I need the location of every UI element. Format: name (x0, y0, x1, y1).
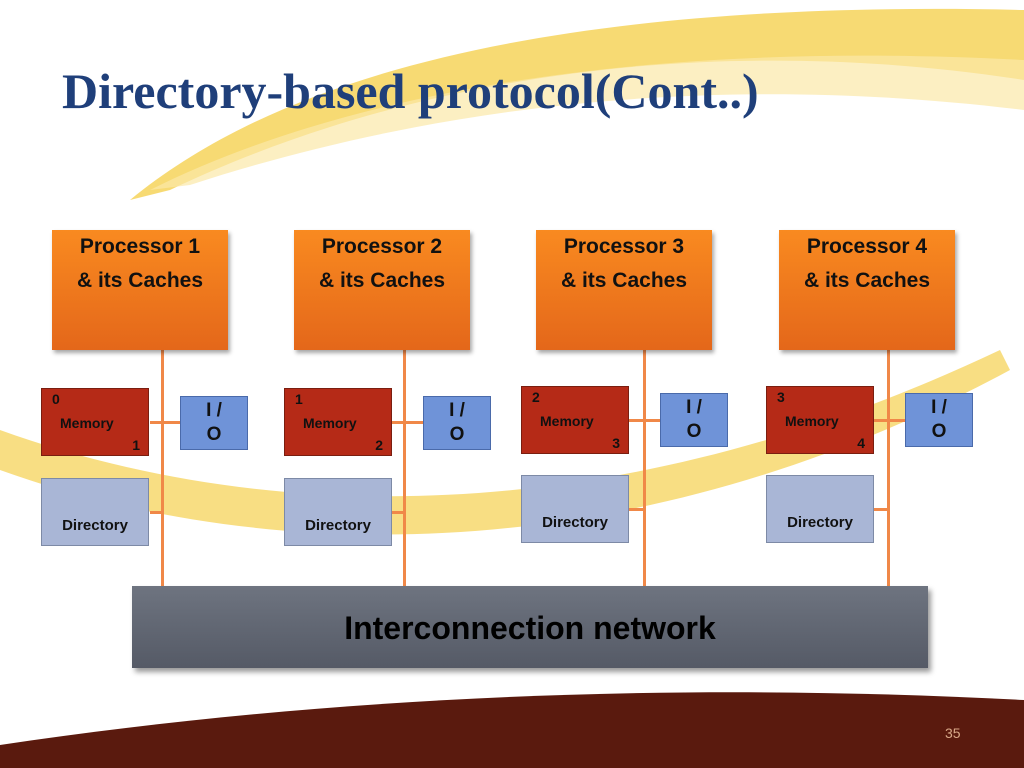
processor-box-1: Processor 1 & its Caches (52, 230, 228, 350)
processor-box-4: Processor 4 & its Caches (779, 230, 955, 350)
io-label-bottom: O (931, 421, 947, 442)
slide-page-number: 35 (945, 725, 961, 741)
processor-caches-label: & its Caches (560, 269, 688, 292)
memory-io-link-3 (629, 419, 660, 422)
memory-range-end: 2 (375, 437, 383, 453)
directory-box-3: Directory (521, 475, 629, 543)
interconnection-network: Interconnection network (132, 586, 928, 668)
io-label-top: I / (206, 400, 222, 421)
memory-box-1: 0 Memory 1 (41, 388, 149, 456)
memory-io-link-1 (150, 421, 180, 424)
io-box-1: I / O (180, 396, 248, 450)
memory-io-link-4 (874, 419, 905, 422)
io-box-3: I / O (660, 393, 728, 447)
memory-range-end: 4 (857, 435, 865, 451)
directory-link-1 (150, 511, 163, 514)
processor-caches-label: & its Caches (76, 269, 204, 292)
memory-range-start: 0 (52, 391, 60, 407)
memory-range-end: 3 (612, 435, 620, 451)
slide-title: Directory-based protocol(Cont..) (62, 63, 759, 119)
io-box-4: I / O (905, 393, 973, 447)
io-label-top: I / (449, 400, 465, 421)
memory-io-link-2 (392, 421, 423, 424)
footer-wave (0, 692, 1024, 768)
io-label-top: I / (686, 397, 702, 418)
memory-label: Memory (60, 415, 114, 431)
memory-label: Memory (785, 413, 839, 429)
directory-box-2: Directory (284, 478, 392, 546)
processor-caches-label: & its Caches (318, 269, 446, 292)
memory-label: Memory (303, 415, 357, 431)
directory-link-3 (629, 508, 645, 511)
processor-caches-label: & its Caches (803, 269, 931, 292)
bus-line-2 (403, 350, 406, 586)
memory-box-3: 2 Memory 3 (521, 386, 629, 454)
processor-box-2: Processor 2 & its Caches (294, 230, 470, 350)
memory-range-start: 3 (777, 389, 785, 405)
swoosh-top-light (150, 55, 1024, 190)
bus-line-3 (643, 350, 646, 586)
processor-box-3: Processor 3 & its Caches (536, 230, 712, 350)
memory-range-start: 1 (295, 391, 303, 407)
bus-line-4 (887, 350, 890, 586)
directory-box-4: Directory (766, 475, 874, 543)
processor-label: Processor 2 (321, 235, 443, 258)
processor-label: Processor 1 (79, 235, 201, 258)
io-label-bottom: O (449, 424, 465, 445)
directory-link-2 (392, 511, 405, 514)
io-label-bottom: O (686, 421, 702, 442)
memory-label: Memory (540, 413, 594, 429)
memory-range-end: 1 (132, 437, 140, 453)
processor-label: Processor 4 (806, 235, 928, 258)
io-label-top: I / (931, 397, 947, 418)
directory-link-4 (874, 508, 889, 511)
memory-range-start: 2 (532, 389, 540, 405)
memory-box-2: 1 Memory 2 (284, 388, 392, 456)
io-label-bottom: O (206, 424, 222, 445)
processor-label: Processor 3 (563, 235, 685, 258)
io-box-2: I / O (423, 396, 491, 450)
bus-line-1 (161, 350, 164, 586)
memory-box-4: 3 Memory 4 (766, 386, 874, 454)
directory-box-1: Directory (41, 478, 149, 546)
